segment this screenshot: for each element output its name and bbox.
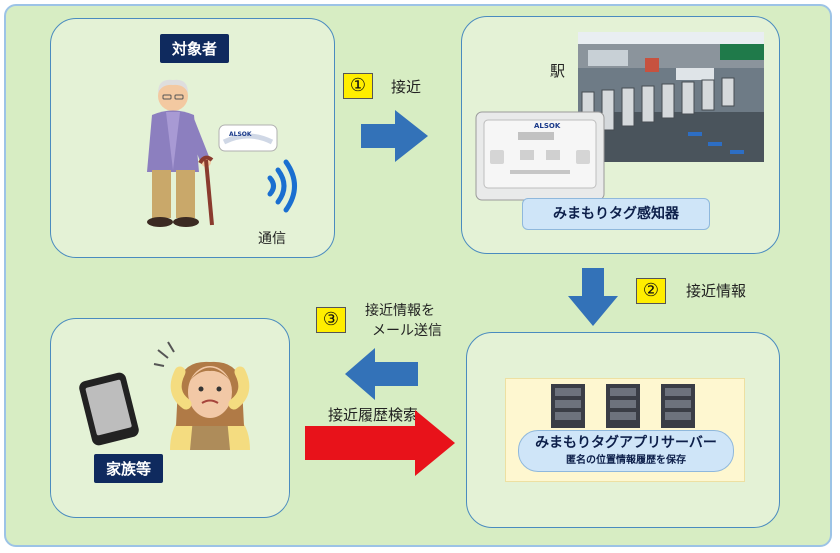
tag-card-logo: ALSOK [229,131,252,138]
step-1-label: 接近 [391,78,422,96]
step-3-label-line2: メール送信 [372,323,442,339]
arrow-approach-info-down [568,268,618,326]
step-2-label: 接近情報 [686,282,747,300]
search-history-label: 接近履歴検索 [328,406,419,424]
step-1-badge: ① [343,73,373,99]
step-3-label-line1: 接近情報を [365,303,435,319]
server-subtitle: 匿名の位置情報履歴を保存 [566,455,686,466]
sensor-device-logo: ALSOK [534,122,561,130]
arrow-approach-right [361,110,428,162]
communication-label: 通信 [258,231,286,247]
step-3-badge: ③ [316,307,346,333]
arrow-history-search-right [305,410,455,476]
target-person-badge: 対象者 [160,34,230,63]
family-badge: 家族等 [94,454,164,483]
server-title: みまもりタグアプリサーバー [535,435,717,451]
step-2-badge: ② [636,278,666,304]
server-label-box: みまもりタグアプリサーバー 匿名の位置情報履歴を保存 [518,430,734,472]
station-label: 駅 [550,62,566,80]
sensor-label-box: みまもりタグ感知器 [522,198,710,230]
arrow-email-left [345,348,418,400]
